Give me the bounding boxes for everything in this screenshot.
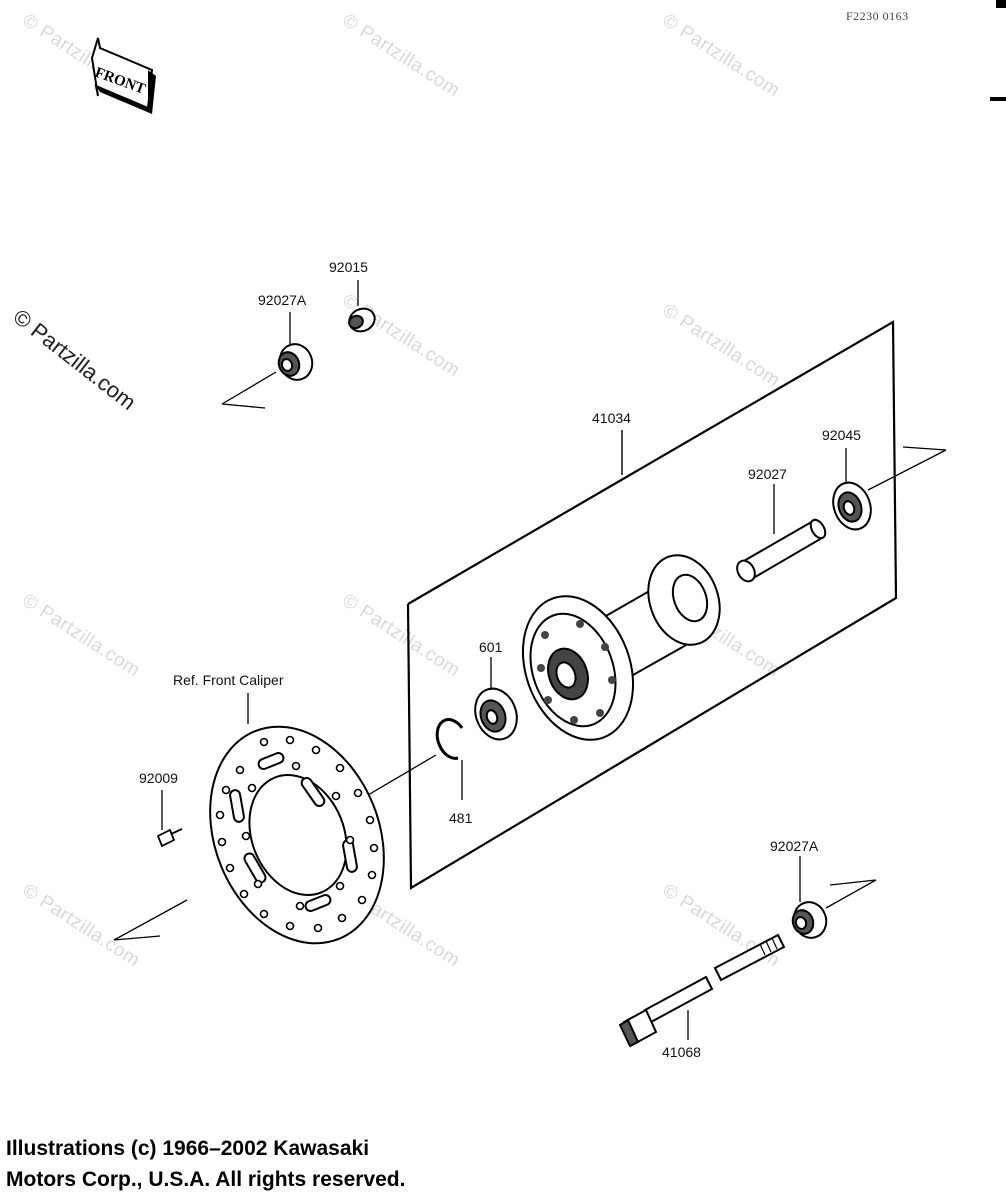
bearing-right xyxy=(832,481,872,531)
part-label-601: 601 xyxy=(479,639,503,655)
collar-top xyxy=(348,307,376,333)
bushing-upper-left xyxy=(277,343,314,381)
part-label-41034: 41034 xyxy=(592,410,631,426)
copyright-notice: Illustrations (c) 1966–2002 Kawasaki Mot… xyxy=(6,1133,405,1195)
disc-bolt xyxy=(156,828,183,848)
part-label-41068: 41068 xyxy=(662,1044,701,1060)
part-label-92027: 92027 xyxy=(748,466,787,482)
part-label-92009: 92009 xyxy=(139,770,178,786)
hub-assembly-frame xyxy=(406,320,898,890)
copyright-line-1: Illustrations (c) 1966–2002 Kawasaki xyxy=(6,1137,370,1160)
spacer-tube xyxy=(736,518,827,583)
axle xyxy=(618,933,786,1048)
ref-front-caliper: Ref. Front Caliper xyxy=(173,672,284,688)
bushing-lower-right xyxy=(791,901,828,939)
edge-mark xyxy=(996,0,1006,8)
leader-lines xyxy=(113,280,947,1040)
axle-thread xyxy=(759,937,778,956)
copyright-line-2: Motors Corp., U.S.A. All rights reserved… xyxy=(6,1168,406,1191)
hub-spokes xyxy=(537,620,616,724)
part-label-92027a-upper: 92027A xyxy=(258,292,307,308)
part-label-481: 481 xyxy=(449,810,473,826)
hub-body xyxy=(521,554,721,741)
disc-slots xyxy=(229,752,358,912)
circlip xyxy=(435,718,464,760)
brake-disc xyxy=(209,725,385,945)
diagram-code: F2230 0163 xyxy=(846,9,909,23)
edge-mark xyxy=(990,97,1006,101)
bearing-left xyxy=(474,687,518,741)
part-label-92015: 92015 xyxy=(329,259,368,275)
disc-holes xyxy=(215,735,379,933)
part-label-92027a-lower: 92027A xyxy=(770,838,819,854)
part-label-92045: 92045 xyxy=(822,427,861,443)
front-arrow-icon: FRONT xyxy=(90,37,156,114)
